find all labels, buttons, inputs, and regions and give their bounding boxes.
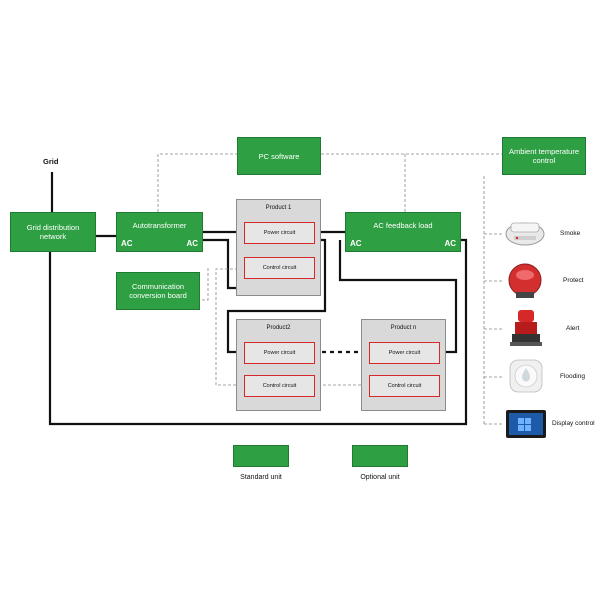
display-control-label: Display control: [552, 420, 595, 427]
grid-label: Grid: [43, 157, 59, 166]
flooding-label: Flooding: [560, 373, 585, 380]
smoke-detector-icon: [505, 222, 545, 246]
pc-to-autotransformer-comm: [157, 153, 237, 212]
autotransformer-ac-in: AC: [121, 239, 133, 248]
product1-power-label: Power circuit: [263, 230, 296, 236]
product2-control-label: Control circuit: [262, 383, 297, 389]
productn-control-circuit: Control circuit: [369, 375, 440, 397]
productn-control-label: Control circuit: [387, 383, 422, 389]
productn-box: Product n Power circuit Control circuit: [361, 319, 446, 411]
smoke-label: Smoke: [560, 230, 581, 237]
autotransformer-label: Autotransformer: [132, 221, 187, 230]
communication-board-label: Communication conversion board: [129, 282, 187, 300]
flooding-sensor-icon: [509, 359, 543, 393]
legend-standard-swatch: [233, 445, 289, 467]
ac-feedback-load-box: AC feedback load AC AC: [345, 212, 461, 252]
product2-box: Product2 Power circuit Control circuit: [236, 319, 321, 411]
grid-distribution-label: Grid distribution network: [26, 223, 80, 241]
alert-label: Alert: [566, 325, 580, 332]
product2-power-label: Power circuit: [263, 350, 296, 356]
ambient-temperature-label: Ambient temperature control: [508, 147, 580, 165]
autotransformer-ac-out: AC: [186, 239, 198, 248]
communication-board-box: Communication conversion board: [116, 272, 200, 310]
product1-control-circuit: Control circuit: [244, 257, 315, 279]
autotransformer-box: Autotransformer AC AC: [116, 212, 203, 252]
legend-optional-label: Optional unit: [360, 474, 400, 481]
product2-control-circuit: Control circuit: [244, 375, 315, 397]
product1-control-label: Control circuit: [262, 265, 297, 271]
product2-power-circuit: Power circuit: [244, 342, 315, 364]
acload-to-productn-line: [338, 240, 458, 354]
legend-optional-swatch: [352, 445, 408, 467]
product1-box: Product 1 Power circuit Control circuit: [236, 199, 321, 296]
product1-power-circuit: Power circuit: [244, 222, 315, 244]
product1-title: Product 1: [265, 205, 292, 211]
acload-ac-in: AC: [350, 239, 362, 248]
ac-feedback-load-label: AC feedback load: [373, 221, 433, 230]
alert-alarm-icon: [510, 310, 542, 346]
acload-ac-out: AC: [444, 239, 456, 248]
display-control-icon: [506, 410, 546, 438]
legend-standard-label: Standard unit: [240, 474, 282, 481]
acload-return-line: [48, 238, 468, 426]
pc-software-label: PC software: [258, 151, 300, 161]
pc-software-box: PC software: [237, 137, 321, 175]
grid-distribution-box: Grid distribution network: [10, 212, 96, 252]
ambient-temperature-box: Ambient temperature control: [502, 137, 586, 175]
productn-power-circuit: Power circuit: [369, 342, 440, 364]
board-comm: [200, 268, 209, 301]
productn-power-label: Power circuit: [388, 350, 421, 356]
protect-button-icon: [508, 263, 542, 298]
protect-label: Protect: [563, 277, 584, 284]
control1-to-control2-comm: [215, 268, 243, 386]
autotransformer-return-line: [203, 238, 243, 290]
productn-title: Product n: [390, 325, 417, 331]
product2-title: Product2: [266, 325, 291, 331]
product1-to-product2-line: [226, 238, 327, 354]
